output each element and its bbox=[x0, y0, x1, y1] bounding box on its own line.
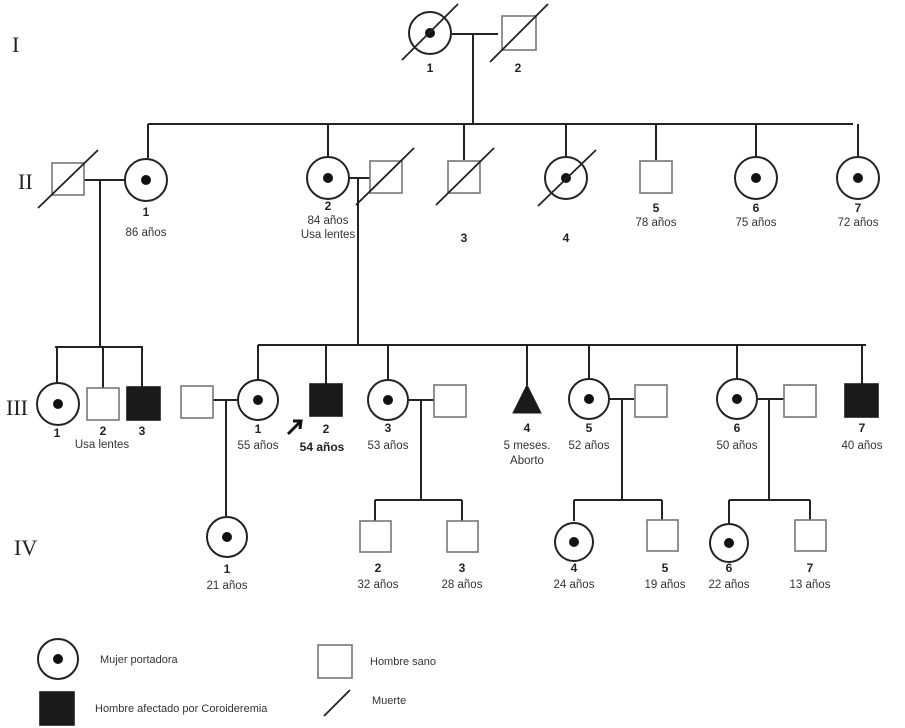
svg-text:2: 2 bbox=[100, 424, 107, 438]
individual-III-6: 6 50 años bbox=[716, 378, 758, 452]
svg-text:7: 7 bbox=[859, 421, 866, 435]
svg-text:52 años: 52 años bbox=[569, 440, 610, 452]
generation-label-IV: IV bbox=[14, 535, 37, 560]
svg-text:24 años: 24 años bbox=[554, 579, 595, 591]
svg-text:55 años: 55 años bbox=[238, 440, 279, 452]
legend-death: Muerte bbox=[323, 689, 406, 717]
svg-text:6: 6 bbox=[734, 421, 741, 435]
svg-text:3: 3 bbox=[461, 231, 468, 245]
svg-text:1: 1 bbox=[427, 61, 434, 75]
svg-text:21 años: 21 años bbox=[207, 580, 248, 592]
individual-III-3-spouse bbox=[433, 384, 467, 418]
generation-label-I: I bbox=[12, 32, 19, 57]
individual-II-4: 4 bbox=[537, 149, 597, 245]
svg-text:Mujer portadora: Mujer portadora bbox=[100, 654, 179, 666]
svg-text:1: 1 bbox=[255, 422, 262, 436]
svg-text:6: 6 bbox=[726, 561, 733, 575]
individual-III-5: 5 52 años bbox=[568, 378, 610, 452]
individual-II-5: 5 78 años bbox=[636, 160, 677, 229]
svg-text:Usa lentes: Usa lentes bbox=[301, 229, 356, 241]
death-slash-icon bbox=[323, 689, 351, 717]
svg-text:19 años: 19 años bbox=[645, 579, 686, 591]
individual-III-2-left: 2 Usa lentes bbox=[75, 387, 130, 451]
svg-text:22 años: 22 años bbox=[709, 579, 750, 591]
individual-II-2-spouse bbox=[355, 147, 415, 206]
individual-I-1: 1 bbox=[401, 3, 459, 75]
svg-text:28 años: 28 años bbox=[442, 579, 483, 591]
individual-II-2: 2 84 años Usa lentes bbox=[301, 156, 356, 241]
svg-text:32 años: 32 años bbox=[358, 579, 399, 591]
svg-text:5: 5 bbox=[662, 561, 669, 575]
svg-text:78 años: 78 años bbox=[636, 217, 677, 229]
svg-text:53 años: 53 años bbox=[368, 440, 409, 452]
svg-text:72 años: 72 años bbox=[838, 217, 879, 229]
svg-text:4: 4 bbox=[563, 231, 570, 245]
svg-text:2: 2 bbox=[325, 199, 332, 213]
individual-II-1: 1 86 años bbox=[124, 158, 168, 239]
svg-text:5 meses.: 5 meses. bbox=[504, 440, 551, 452]
svg-text:4: 4 bbox=[524, 421, 531, 435]
individual-IV-2: 2 32 años bbox=[358, 520, 399, 591]
svg-text:3: 3 bbox=[385, 421, 392, 435]
svg-text:54 años: 54 años bbox=[300, 440, 345, 454]
individual-IV-5: 5 19 años bbox=[645, 519, 686, 591]
individual-III-1: 1 55 años bbox=[237, 379, 279, 452]
svg-text:Muerte: Muerte bbox=[372, 695, 406, 707]
svg-text:1: 1 bbox=[143, 205, 150, 219]
individual-III-5-spouse bbox=[634, 384, 668, 418]
svg-text:Aborto: Aborto bbox=[510, 455, 544, 467]
individual-IV-3: 3 28 años bbox=[442, 520, 483, 591]
svg-text:50 años: 50 años bbox=[717, 440, 758, 452]
proband-arrow-icon bbox=[286, 419, 303, 436]
individual-III-7: 7 40 años bbox=[842, 383, 883, 452]
individual-II-3: 3 bbox=[435, 147, 495, 245]
svg-text:40 años: 40 años bbox=[842, 440, 883, 452]
legend-affected-male: Hombre afectado por Coroideremia bbox=[39, 691, 268, 726]
svg-text:1: 1 bbox=[54, 426, 61, 440]
individual-III-3: 3 53 años bbox=[367, 379, 409, 452]
svg-text:7: 7 bbox=[807, 561, 814, 575]
individual-III-4: 4 5 meses. Aborto bbox=[504, 383, 551, 467]
svg-text:3: 3 bbox=[139, 424, 146, 438]
svg-text:2: 2 bbox=[375, 561, 382, 575]
individual-IV-1: 1 21 años bbox=[206, 516, 248, 592]
svg-text:75 años: 75 años bbox=[736, 217, 777, 229]
individual-II-6: 6 75 años bbox=[734, 156, 778, 229]
legend: Mujer portadora Hombre afectado por Coro… bbox=[37, 638, 436, 726]
svg-text:4: 4 bbox=[571, 561, 578, 575]
svg-text:2: 2 bbox=[323, 422, 330, 436]
svg-text:1: 1 bbox=[224, 562, 231, 576]
svg-text:Hombre sano: Hombre sano bbox=[370, 656, 436, 668]
individual-IV-4: 4 24 años bbox=[554, 522, 595, 591]
individual-III-1-spouse bbox=[180, 385, 214, 419]
generation-label-II: II bbox=[18, 169, 33, 194]
svg-text:13 años: 13 años bbox=[790, 579, 831, 591]
individual-III-3-left: 3 bbox=[126, 386, 161, 438]
individual-II-7: 7 72 años bbox=[836, 156, 880, 229]
svg-text:5: 5 bbox=[586, 421, 593, 435]
legend-carrier-female: Mujer portadora bbox=[37, 638, 179, 680]
individual-IV-6: 6 22 años bbox=[709, 523, 750, 591]
individual-III-2-proband: 2 54 años bbox=[286, 383, 345, 454]
individual-I-2: 2 bbox=[489, 3, 549, 75]
svg-text:7: 7 bbox=[855, 201, 862, 215]
svg-text:6: 6 bbox=[753, 201, 760, 215]
generation-label-III: III bbox=[6, 395, 28, 420]
svg-text:Hombre afectado por Coroiderem: Hombre afectado por Coroideremia bbox=[95, 703, 268, 715]
connection-lines bbox=[55, 33, 866, 523]
svg-text:2: 2 bbox=[515, 61, 522, 75]
individual-IV-7: 7 13 años bbox=[790, 519, 831, 591]
svg-text:84 años: 84 años bbox=[308, 215, 349, 227]
svg-text:86 años: 86 años bbox=[126, 227, 167, 239]
individual-II-1-spouse bbox=[37, 149, 99, 209]
svg-text:3: 3 bbox=[459, 561, 466, 575]
individual-III-6-spouse bbox=[783, 384, 817, 418]
affected-male-icon bbox=[39, 691, 75, 726]
svg-text:5: 5 bbox=[653, 201, 660, 215]
individual-III-1-left: 1 bbox=[36, 382, 80, 440]
svg-text:Usa lentes: Usa lentes bbox=[75, 439, 130, 451]
healthy-male-icon bbox=[317, 644, 353, 679]
legend-healthy-male: Hombre sano bbox=[317, 644, 436, 679]
